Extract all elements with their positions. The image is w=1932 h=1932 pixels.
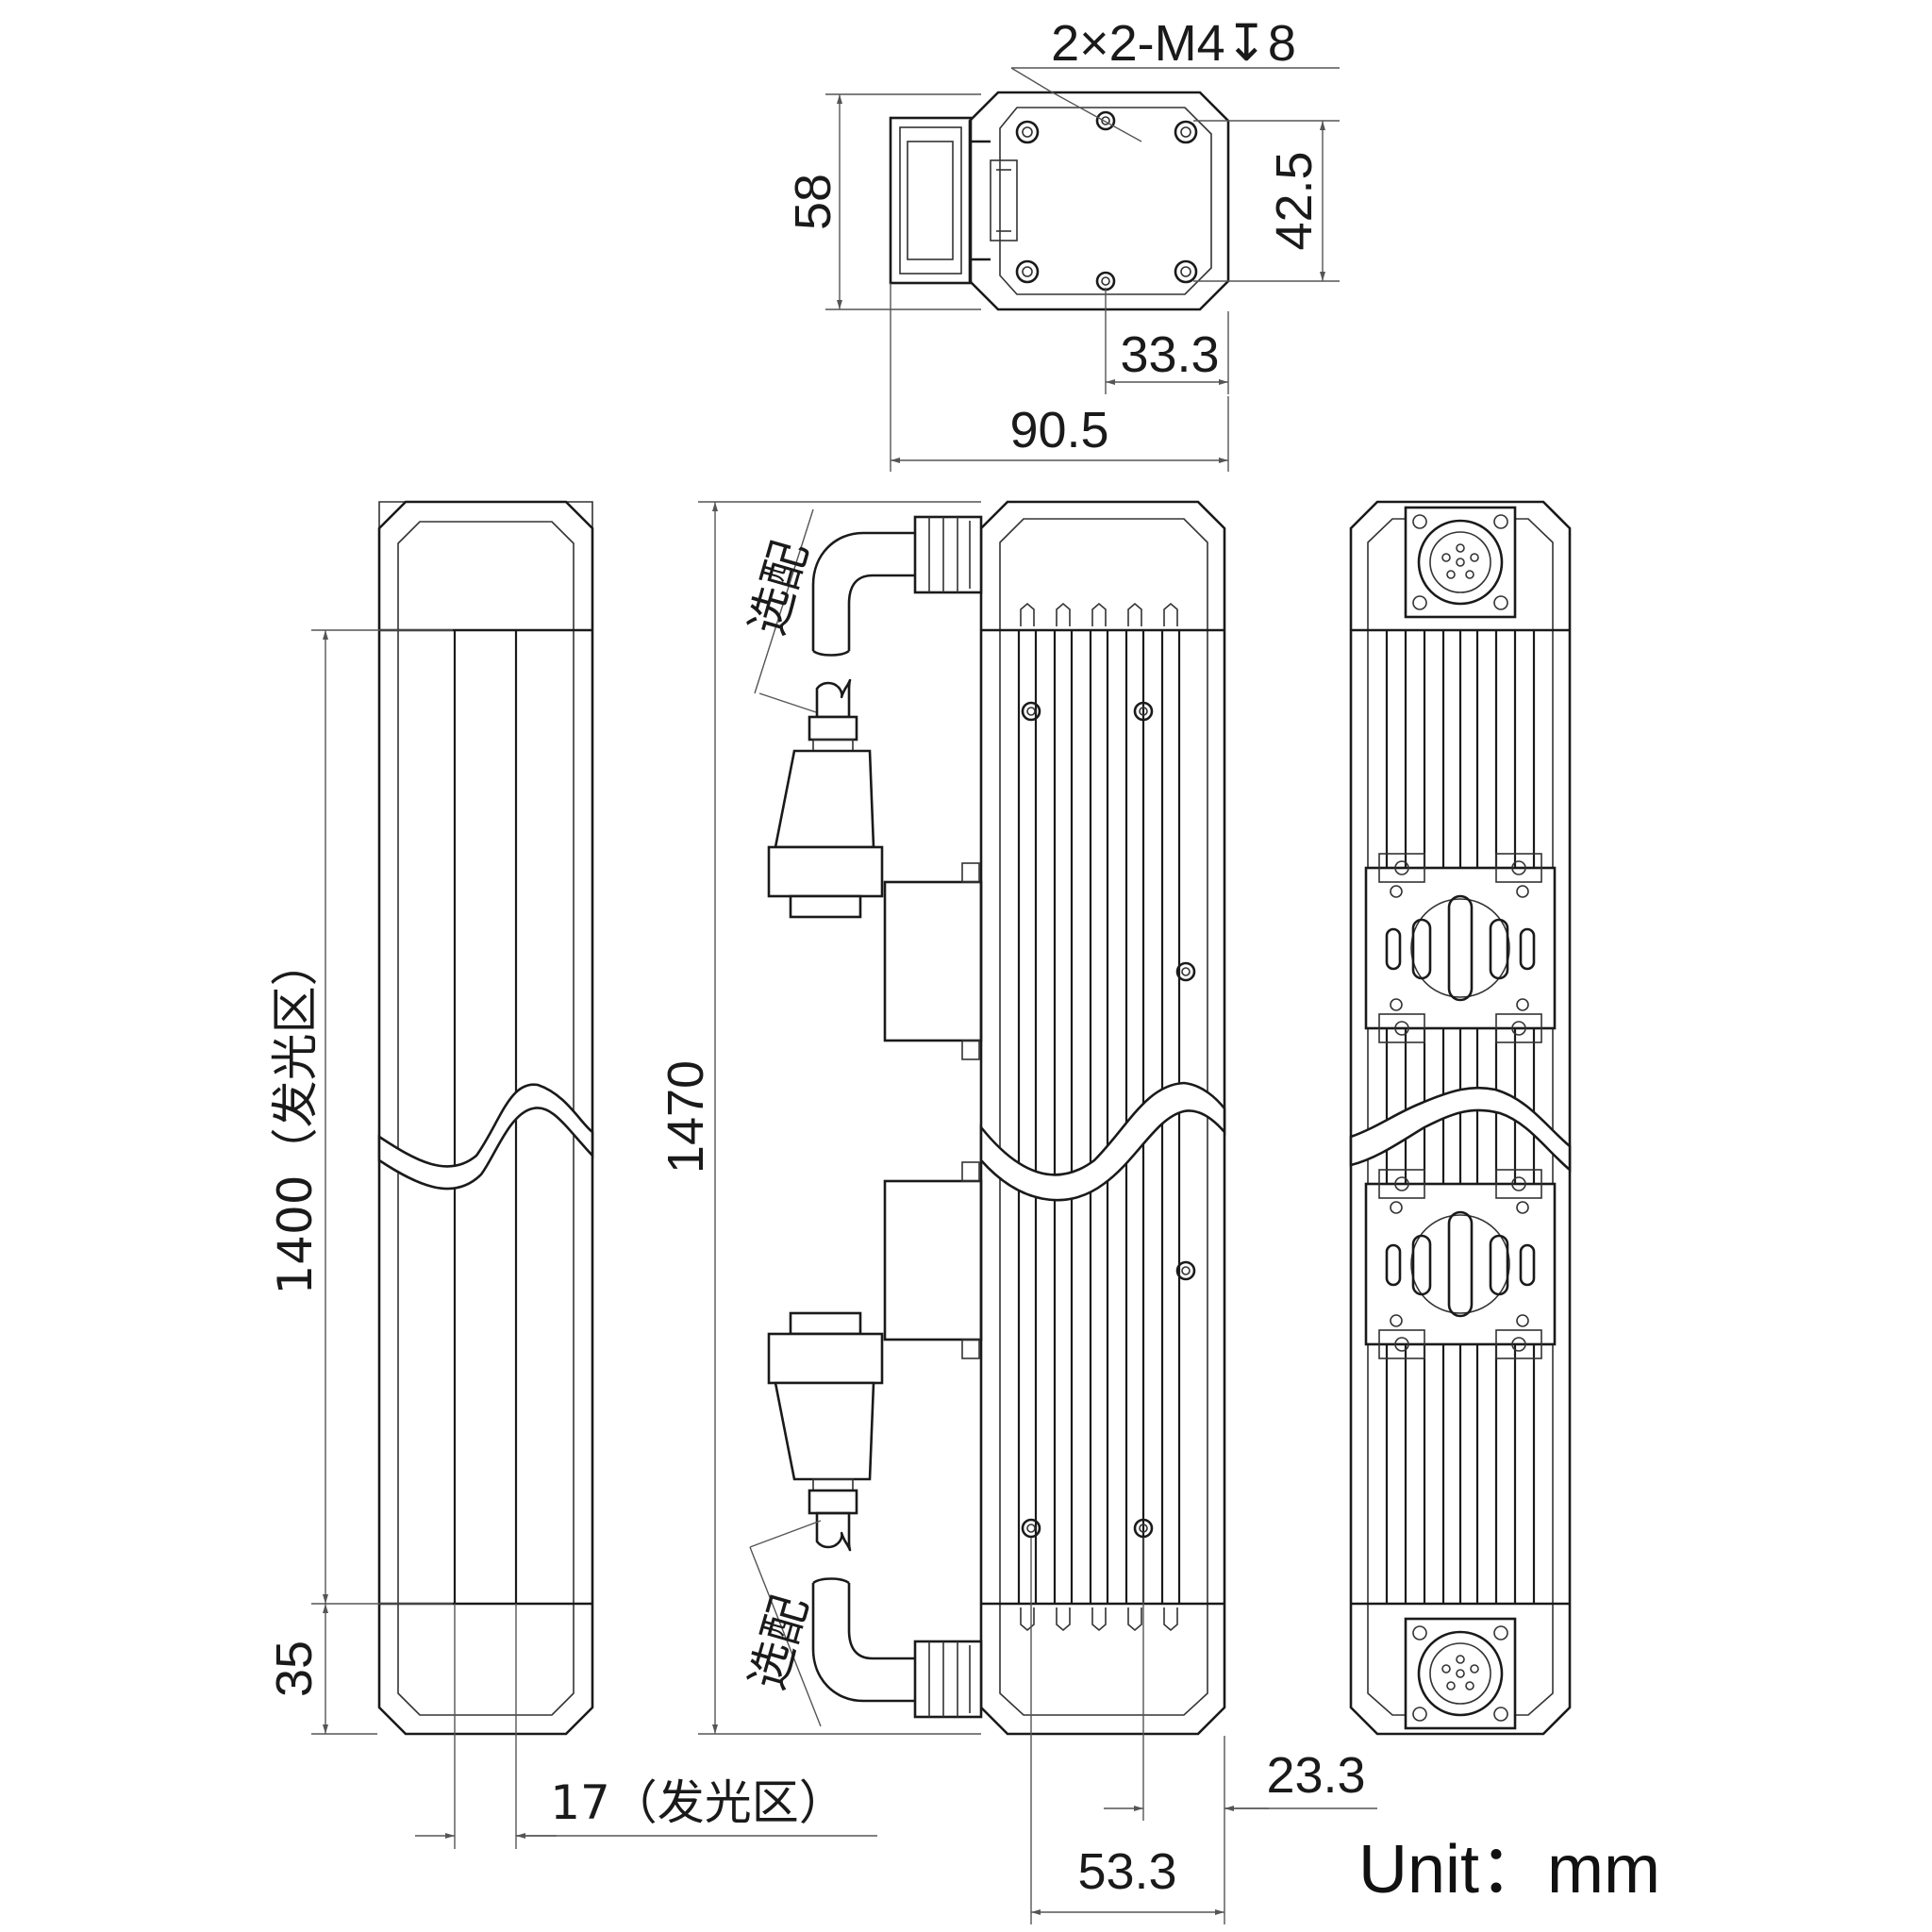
front-housing [377,500,594,1736]
cable-plug-bottom [767,1311,884,1552]
connector-block-upper [883,862,983,1060]
m4-hole-top [1095,110,1116,131]
unit-label: Unit：mm [1358,1832,1660,1907]
side-view [749,500,1226,1736]
dim-33-3: 33.3 [1120,326,1219,383]
end-view-dimensions: 2×2-M4↧8 58 42.5 33.3 90.5 [785,15,1340,472]
optional-label-bottom: 选配 [740,1590,818,1695]
rear-view [1349,500,1572,1736]
fin-slots-bottom [1020,1607,1178,1632]
fan-upper [1364,853,1557,1043]
hole-callout-text: 2×2-M4↧8 [1051,15,1296,72]
dim-35: 35 [266,1641,323,1697]
cable-elbow-bottom [811,1577,983,1719]
dim-1470: 1470 [658,1060,714,1174]
cable-plug-top [767,678,884,919]
side-housing [979,500,1226,1736]
rear-connector-top [1404,506,1517,619]
fan-lower [1364,1169,1557,1359]
dim-1400: 1400（发光区） [268,939,323,1294]
side-view-dimensions: 1470 23.3 53.3 [658,501,1377,1924]
front-view [377,500,594,1736]
optional-label-top: 选配 [740,535,818,641]
cable-elbow-top [811,515,983,657]
rear-break-symbol [1349,1086,1572,1173]
fin-slots-top [1020,602,1178,626]
end-connector-block [889,116,973,285]
rear-connector-bottom [1404,1617,1517,1730]
dim-90-5: 90.5 [1009,402,1108,458]
dim-42-5: 42.5 [1266,151,1323,250]
dim-53-3: 53.3 [1077,1843,1176,1900]
side-break-symbol [979,1081,1226,1202]
front-view-dimensions: 1400（发光区） 35 17（发光区） [266,629,877,1849]
dim-23-3: 23.3 [1266,1747,1365,1804]
dim-17: 17（发光区） [550,1775,846,1830]
front-break-symbol [377,1083,594,1191]
end-housing [968,91,1230,311]
side-screw-holes [1021,701,1196,1539]
end-corner-holes [1015,120,1198,284]
rear-housing [1349,500,1572,1736]
connector-block-lower [883,1161,983,1359]
end-view [889,67,1340,311]
dim-58: 58 [785,174,841,230]
m4-hole-bottom [1095,271,1116,291]
